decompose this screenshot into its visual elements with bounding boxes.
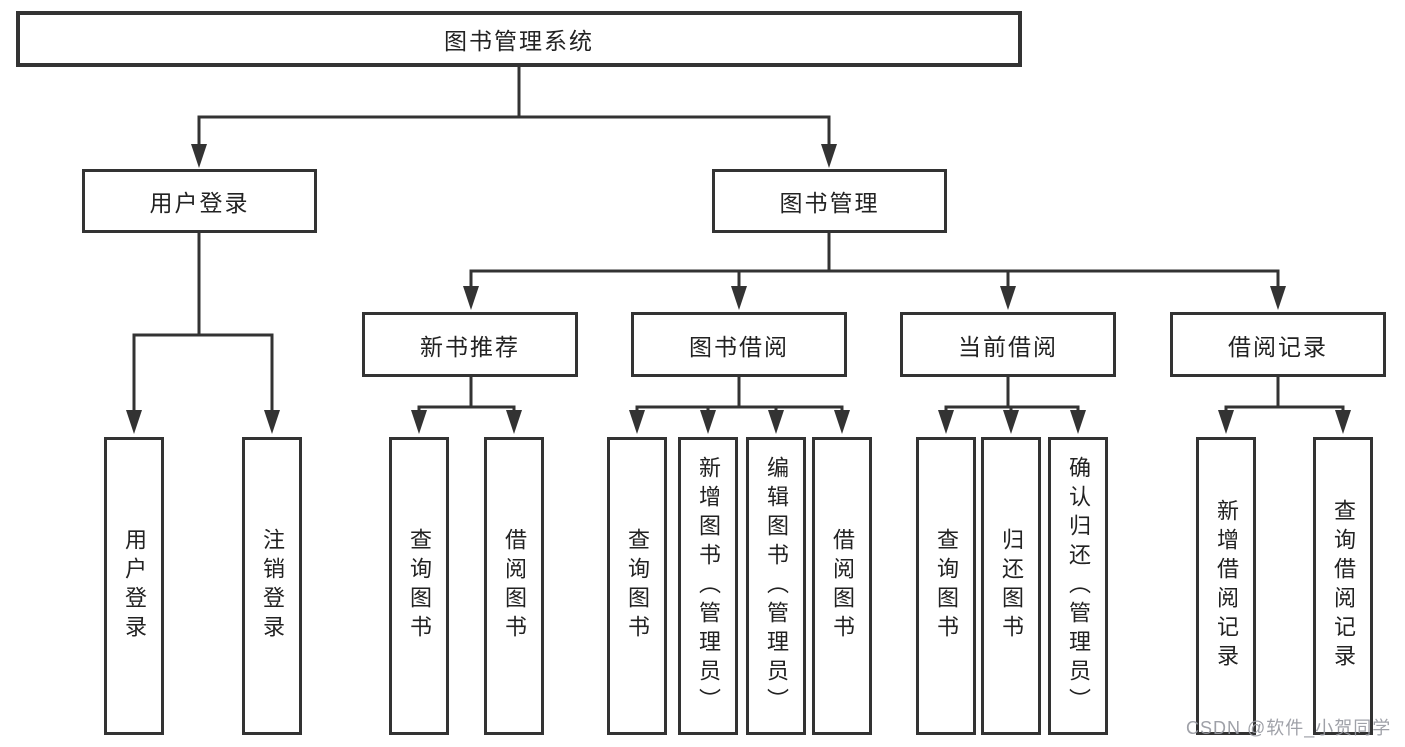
node-leaf-logout-label: 注销登录: [260, 528, 285, 644]
node-leaf-edit-book-admin-label: 编辑图书（管理员）: [764, 455, 789, 717]
node-leaf-return-books: 归还图书: [981, 437, 1041, 735]
node-leaf-query-books-3: 查询图书: [916, 437, 976, 735]
node-leaf-borrow-books-2-label: 借阅图书: [830, 528, 855, 644]
node-leaf-logout: 注销登录: [242, 437, 302, 735]
node-leaf-query-books-1-label: 查询图书: [407, 528, 432, 644]
node-new-book-recommend-label: 新书推荐: [420, 333, 520, 360]
node-leaf-borrow-books-1: 借阅图书: [484, 437, 544, 735]
node-current-borrowing: 当前借阅: [900, 312, 1116, 377]
arrowheads-bookborrow-group: [629, 410, 850, 434]
arrowheads-newbook-group: [411, 410, 522, 434]
node-user-login: 用户登录: [82, 169, 317, 233]
node-leaf-borrow-books-1-label: 借阅图书: [502, 528, 527, 644]
connector-newbook-group: [417, 377, 516, 410]
node-leaf-user-login-label: 用户登录: [122, 528, 147, 644]
arrowheads-level2: [191, 144, 837, 168]
connector-bookmgmt-to-level3: [469, 233, 1280, 288]
node-book-management: 图书管理: [712, 169, 947, 233]
node-borrowing-records-label: 借阅记录: [1228, 333, 1328, 360]
node-leaf-add-borrow-record: 新增借阅记录: [1196, 437, 1256, 735]
arrowheads-userlogin-group: [126, 410, 280, 434]
node-leaf-return-books-label: 归还图书: [999, 528, 1024, 644]
node-current-borrowing-label: 当前借阅: [958, 333, 1058, 360]
node-book-management-label: 图书管理: [779, 190, 880, 216]
connector-bookborrow-group: [635, 377, 844, 410]
arrowheads-currentborrow-group: [938, 410, 1086, 434]
node-user-login-label: 用户登录: [149, 190, 250, 216]
node-leaf-query-books-1: 查询图书: [389, 437, 449, 735]
node-leaf-add-book-admin: 新增图书（管理员）: [678, 437, 738, 735]
node-new-book-recommend: 新书推荐: [362, 312, 578, 377]
node-leaf-query-books-2: 查询图书: [607, 437, 667, 735]
arrowheads-level3: [463, 286, 1286, 310]
node-borrowing-records: 借阅记录: [1170, 312, 1386, 377]
node-root-system-label: 图书管理系统: [444, 28, 594, 54]
node-leaf-query-borrow-record: 查询借阅记录: [1313, 437, 1373, 735]
node-leaf-query-books-2-label: 查询图书: [625, 528, 650, 644]
node-leaf-borrow-books-2: 借阅图书: [812, 437, 872, 735]
node-leaf-query-borrow-record-label: 查询借阅记录: [1331, 499, 1356, 673]
node-leaf-add-borrow-record-label: 新增借阅记录: [1214, 499, 1239, 673]
connector-userlogin-group: [132, 233, 274, 410]
node-leaf-confirm-return-admin: 确认归还（管理员）: [1048, 437, 1108, 735]
node-leaf-add-book-admin-label: 新增图书（管理员）: [696, 455, 721, 717]
connector-root-to-level2: [197, 67, 831, 146]
arrowheads-borrowrecords-group: [1218, 410, 1351, 434]
node-leaf-query-books-3-label: 查询图书: [934, 528, 959, 644]
node-leaf-edit-book-admin: 编辑图书（管理员）: [746, 437, 806, 735]
csdn-watermark: CSDN @软件_小贺同学: [1186, 718, 1392, 738]
node-book-borrowing-label: 图书借阅: [689, 333, 789, 360]
connector-borrowrecords-group: [1224, 377, 1345, 410]
node-leaf-user-login: 用户登录: [104, 437, 164, 735]
connector-currentborrow-group: [944, 377, 1080, 410]
node-book-borrowing: 图书借阅: [631, 312, 847, 377]
node-leaf-confirm-return-admin-label: 确认归还（管理员）: [1066, 455, 1091, 717]
node-root-system: 图书管理系统: [16, 11, 1022, 67]
